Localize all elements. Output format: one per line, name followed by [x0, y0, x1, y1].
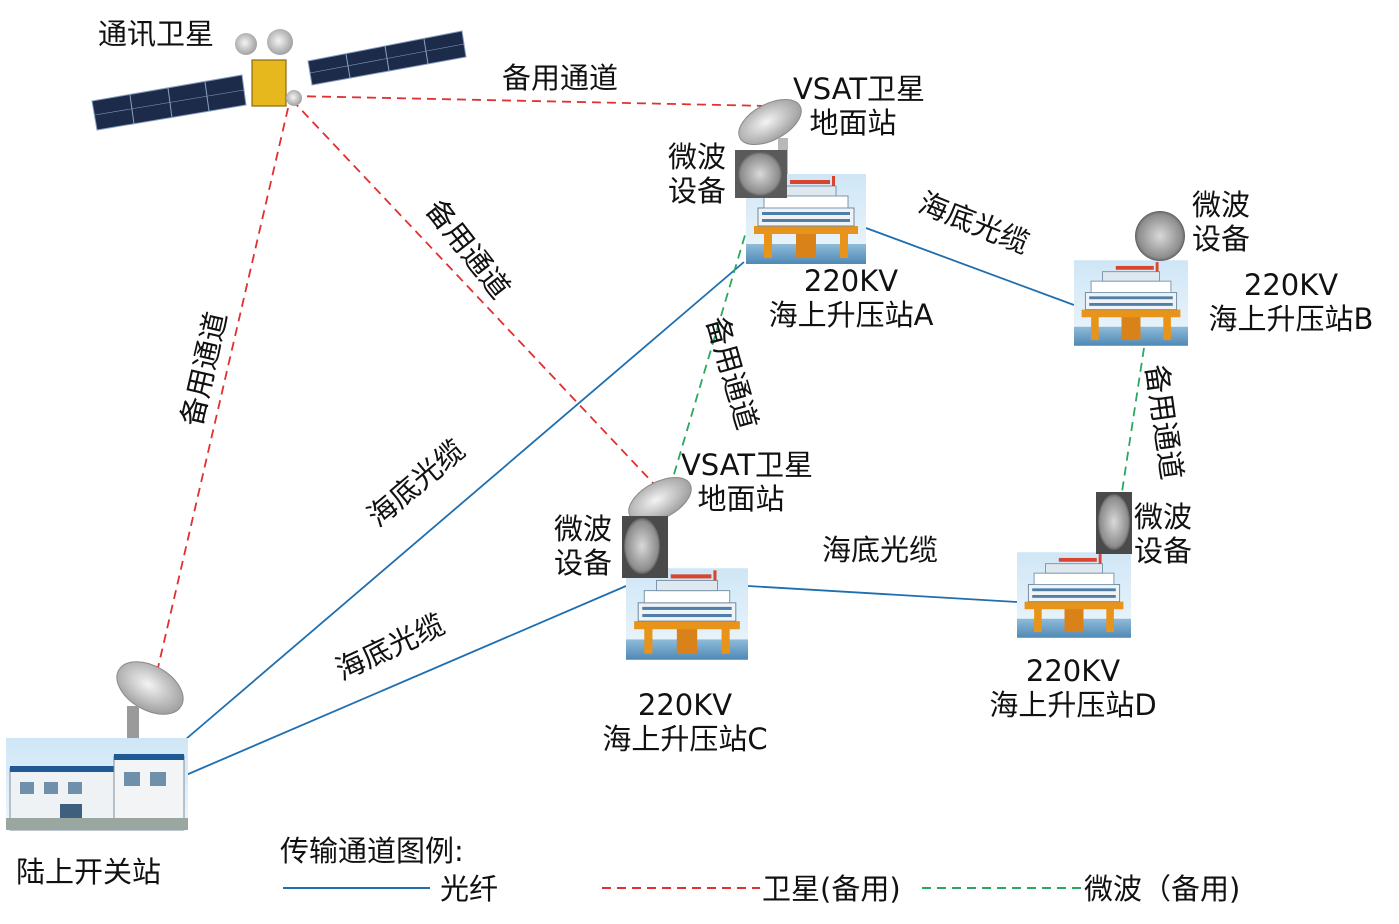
satellite-body: [251, 59, 287, 107]
legend-microwave-label: 微波（备用): [1084, 872, 1241, 906]
backup-label-top: 备用通道: [502, 61, 619, 95]
mw-a-line1: 微波: [668, 140, 727, 174]
microwave-dish-c: [622, 516, 668, 578]
station-a-line1: 220KV: [803, 264, 899, 298]
vsat-a-line1: VSAT卫星: [792, 72, 926, 106]
fiber-links: [185, 227, 1075, 776]
microwave-dish-d: [1096, 492, 1132, 554]
vsat-dish-onshore: [116, 661, 184, 740]
microwave-label-b: 微波 设备: [1192, 188, 1250, 256]
microwave-label-d: 微波 设备: [1134, 500, 1192, 568]
vsat-c-line2: 地面站: [697, 482, 785, 516]
satellite-backup-links: [156, 95, 771, 673]
mw-c-line2: 设备: [554, 546, 613, 580]
sat-link-vsat-c: [291, 99, 655, 485]
station-label-d: 220KV 海上升压站D: [978, 654, 1168, 722]
sat-link-vsat-a: [291, 95, 771, 107]
communication-satellite: [91, 29, 467, 131]
station-a-line2: 海上升压站A: [768, 298, 934, 332]
station-label-b: 220KV 海上升压站B: [1196, 268, 1386, 336]
platform-c-image: [626, 567, 748, 661]
fiber-a-to-b: [865, 227, 1075, 306]
vsat-dish-c: [628, 476, 692, 524]
station-b-line2: 海上升压站B: [1208, 302, 1374, 336]
station-d-line2: 海上升压站D: [989, 688, 1157, 722]
mw-c-line1: 微波: [554, 512, 613, 546]
platform-d-image: [1017, 551, 1131, 639]
mw-a-line2: 设备: [668, 174, 727, 208]
sat-link-onshore: [156, 103, 290, 673]
microwave-dish-a: [735, 150, 787, 198]
station-d-line1: 220KV: [1025, 654, 1121, 688]
vsat-a-line2: 地面站: [809, 106, 897, 140]
mw-link-b-d: [1117, 347, 1145, 519]
satellite-dish-3: [286, 90, 302, 106]
cable-label-c-d: 海底光缆: [822, 533, 939, 567]
station-label-a: 220KV 海上升压站A: [756, 264, 946, 332]
mw-link-a-c: [657, 177, 763, 529]
legend-fiber-label: 光纤: [440, 872, 499, 906]
station-label-c: 220KV 海上升压站C: [590, 688, 780, 756]
station-c-line2: 海上升压站C: [602, 722, 768, 756]
solar-panel-left: [91, 74, 247, 131]
legend-satellite-label: 卫星(备用): [762, 872, 901, 906]
station-b-line1: 220KV: [1243, 268, 1339, 302]
microwave-label-c: 微波 设备: [554, 512, 612, 580]
vsat-label-a: VSAT卫星 地面站: [784, 72, 934, 140]
mw-d-line2: 设备: [1134, 534, 1193, 568]
vsat-c-line1: VSAT卫星: [680, 448, 814, 482]
mw-d-line1: 微波: [1134, 500, 1193, 534]
station-c-line1: 220KV: [637, 688, 733, 722]
legend-title: 传输通道图例:: [280, 834, 464, 868]
satellite-dish-2: [267, 29, 293, 55]
mw-b-line2: 设备: [1192, 222, 1251, 256]
mw-b-line1: 微波: [1192, 188, 1251, 222]
onshore-station-label: 陆上开关站: [16, 855, 162, 889]
microwave-dish-b: [1135, 211, 1185, 261]
onshore-building-image: [6, 738, 188, 831]
fiber-onshore-to-c: [185, 585, 627, 776]
fiber-onshore-to-a: [185, 261, 745, 740]
satellite-label: 通讯卫星: [98, 17, 215, 51]
platform-b-image: [1074, 259, 1188, 347]
vsat-label-c: VSAT卫星 地面站: [672, 448, 822, 516]
microwave-label-a: 微波 设备: [668, 140, 726, 208]
microwave-backup-links: [657, 177, 1145, 529]
solar-panel-right: [307, 30, 467, 86]
fiber-c-to-d: [747, 585, 1018, 603]
satellite-dish-1: [235, 33, 257, 55]
